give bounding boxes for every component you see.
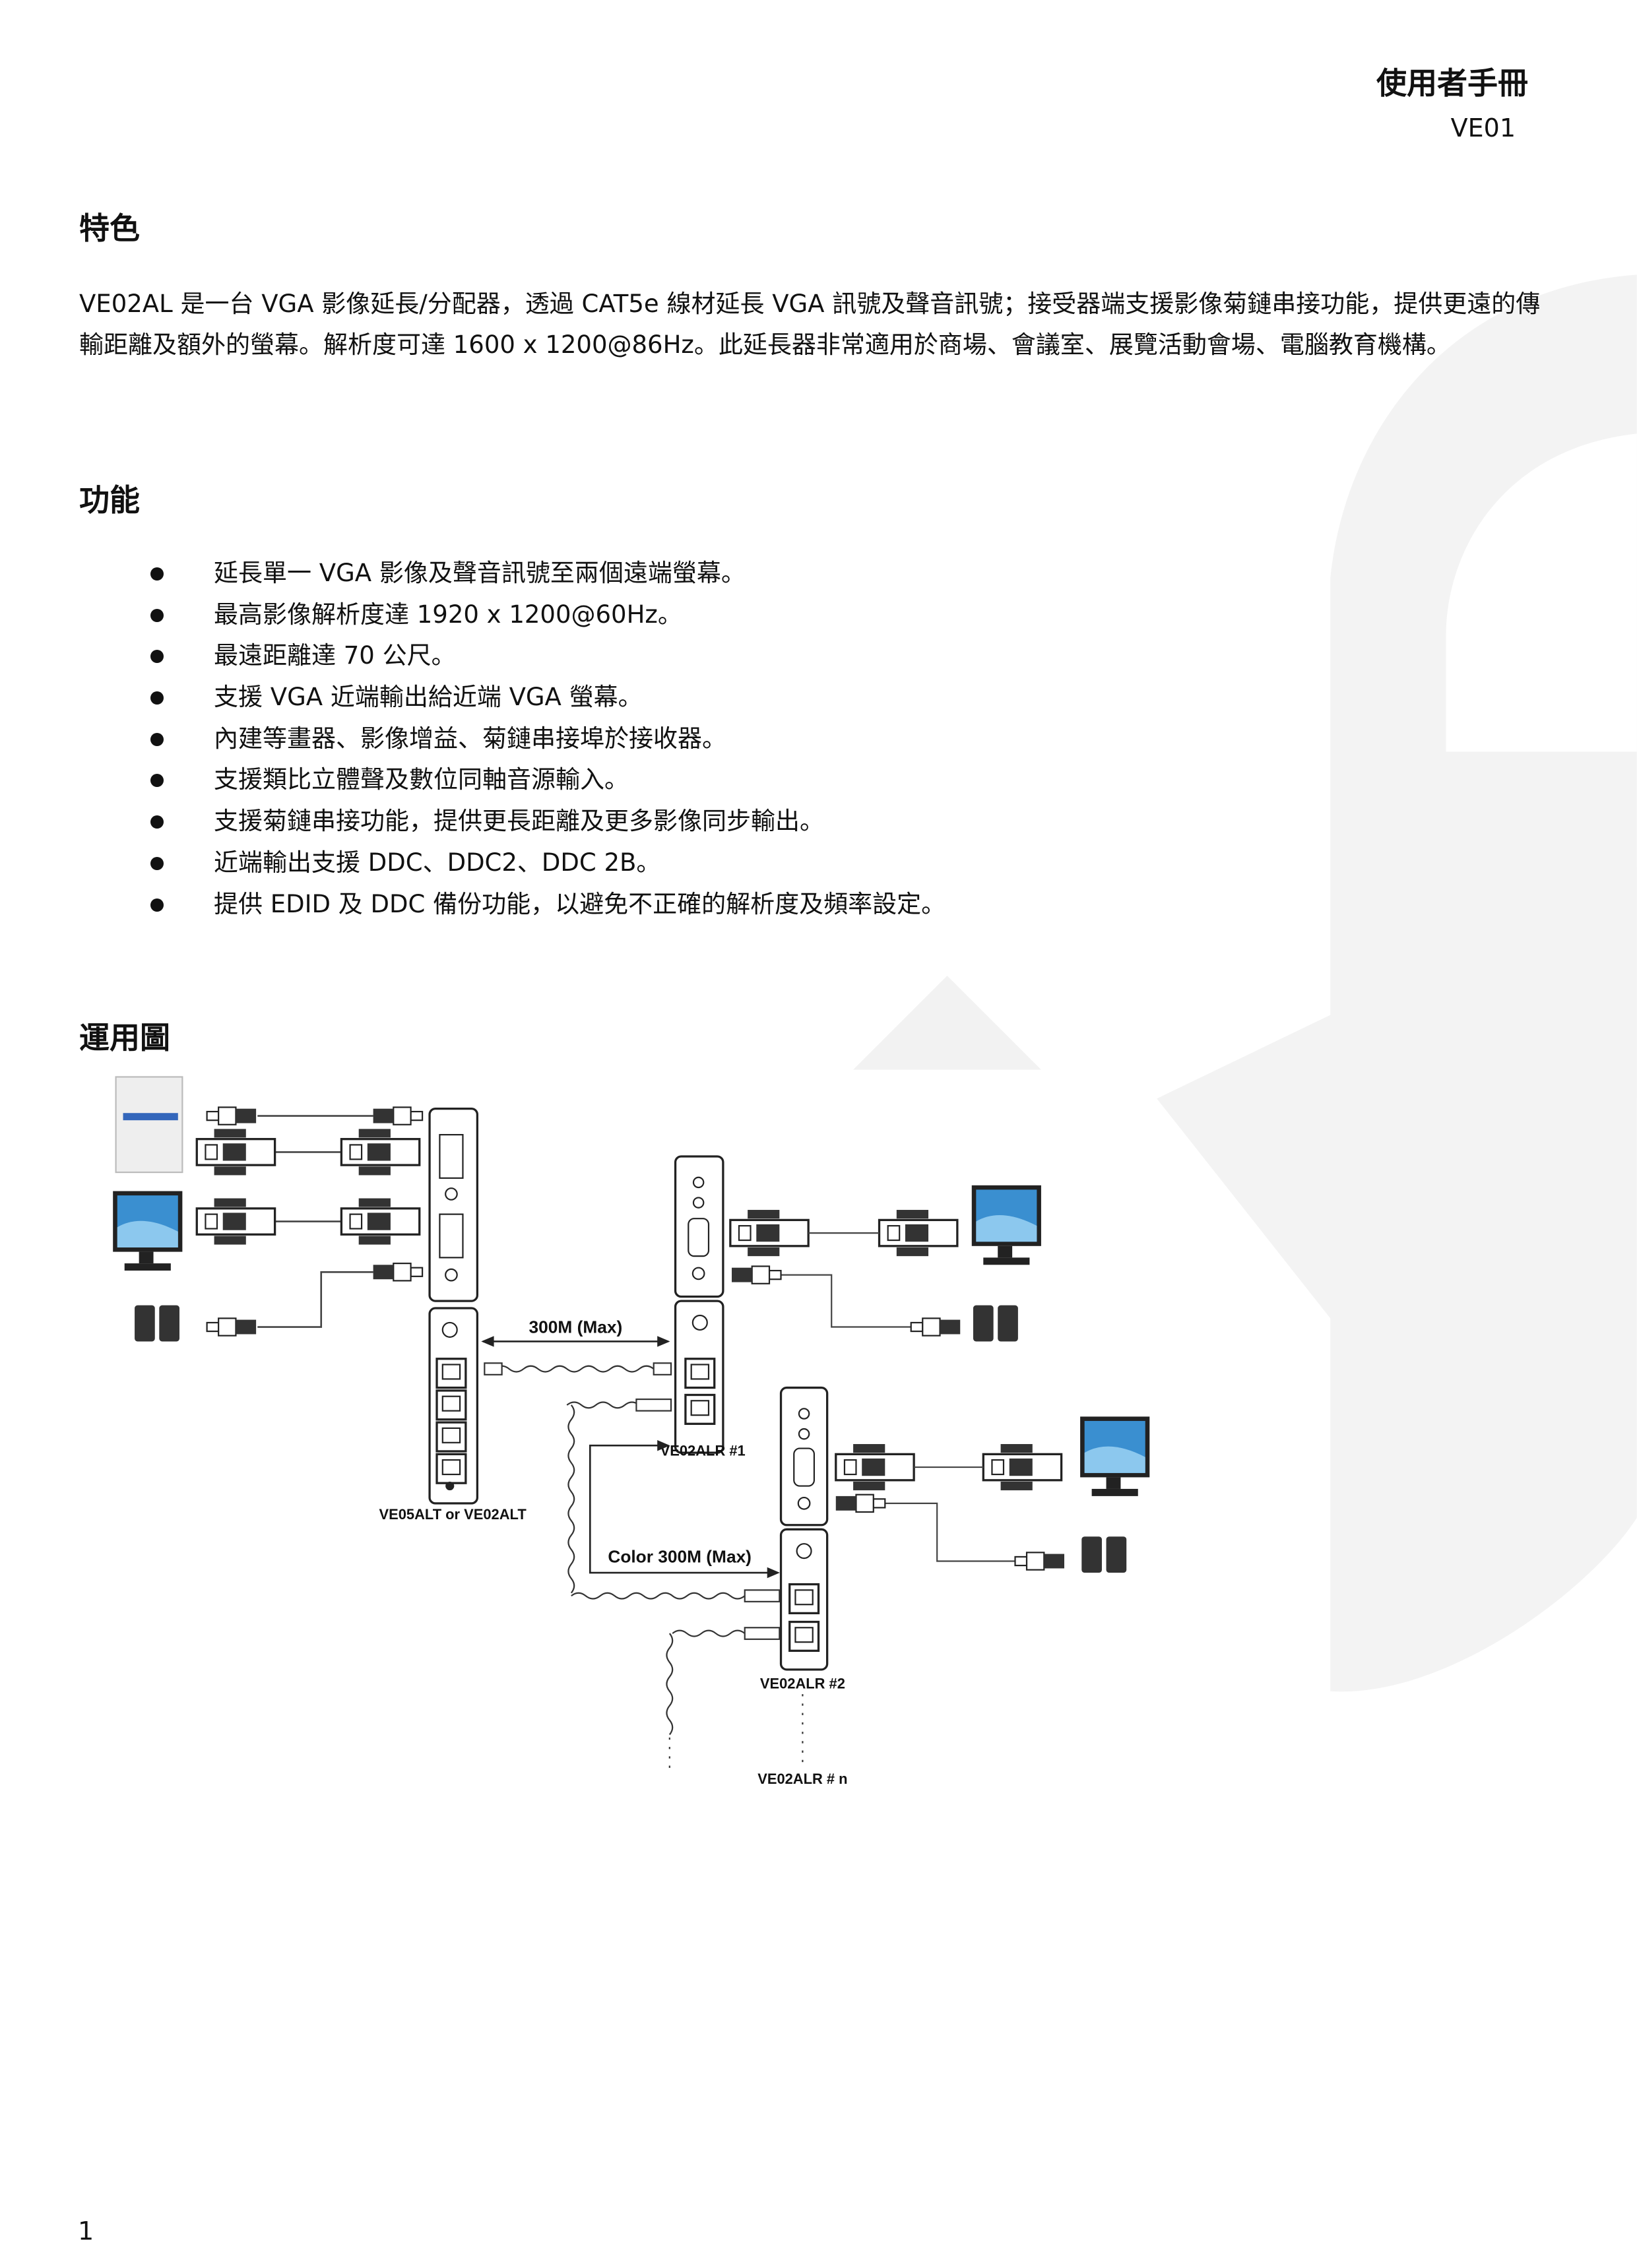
functions-heading: 功能 [79,482,140,518]
bullet-icon [150,732,164,746]
features-paragraph: VE02AL 是一台 VGA 影像延長/分配器，透過 CAT5e 線材延長 VG… [79,290,1541,359]
remote-monitor-1-icon [971,1185,1041,1265]
transmitter-device [428,1108,479,1505]
bullet-icon [150,608,164,622]
remote-speaker-2-icon [1081,1536,1127,1573]
bullet-icon [150,650,164,664]
receiver-1-device [674,1155,724,1454]
local-monitor-icon [113,1191,183,1271]
distance-300m-label: 300M (Max) [529,1317,623,1337]
cat5-cables [484,1362,804,1771]
bullet-icon [150,815,164,829]
bullet-icon [150,691,164,705]
document-title: 使用者手冊 [1376,65,1528,101]
receiver-1-label: VE02ALR #1 [660,1443,746,1459]
bullet-icon [150,856,164,870]
transmitter-label: VE05ALT or VE02ALT [379,1506,527,1523]
model-code: VE01 [1450,113,1516,142]
distance-300m-arrow [481,1336,670,1347]
local-cables [257,1115,373,1328]
color-300m-arrow [589,1439,780,1579]
diagram-heading: 運用圖 [79,1020,170,1055]
receiver-2-device [779,1386,829,1671]
features-heading: 特色 [79,210,140,246]
computer-icon [115,1076,183,1174]
remote-monitor-2-icon [1080,1416,1150,1496]
remote-speaker-1-icon [973,1305,1018,1342]
bullet-icon [150,898,164,912]
page-number: 1 [78,2217,94,2246]
color-300m-label: Color 300M (Max) [608,1547,752,1567]
bullet-icon [150,567,164,581]
bullet-icon [150,774,164,788]
receiver-n-label: VE02ALR # n [757,1771,847,1787]
receiver-2-label: VE02ALR #2 [760,1675,845,1691]
local-speaker-icon [135,1305,179,1342]
